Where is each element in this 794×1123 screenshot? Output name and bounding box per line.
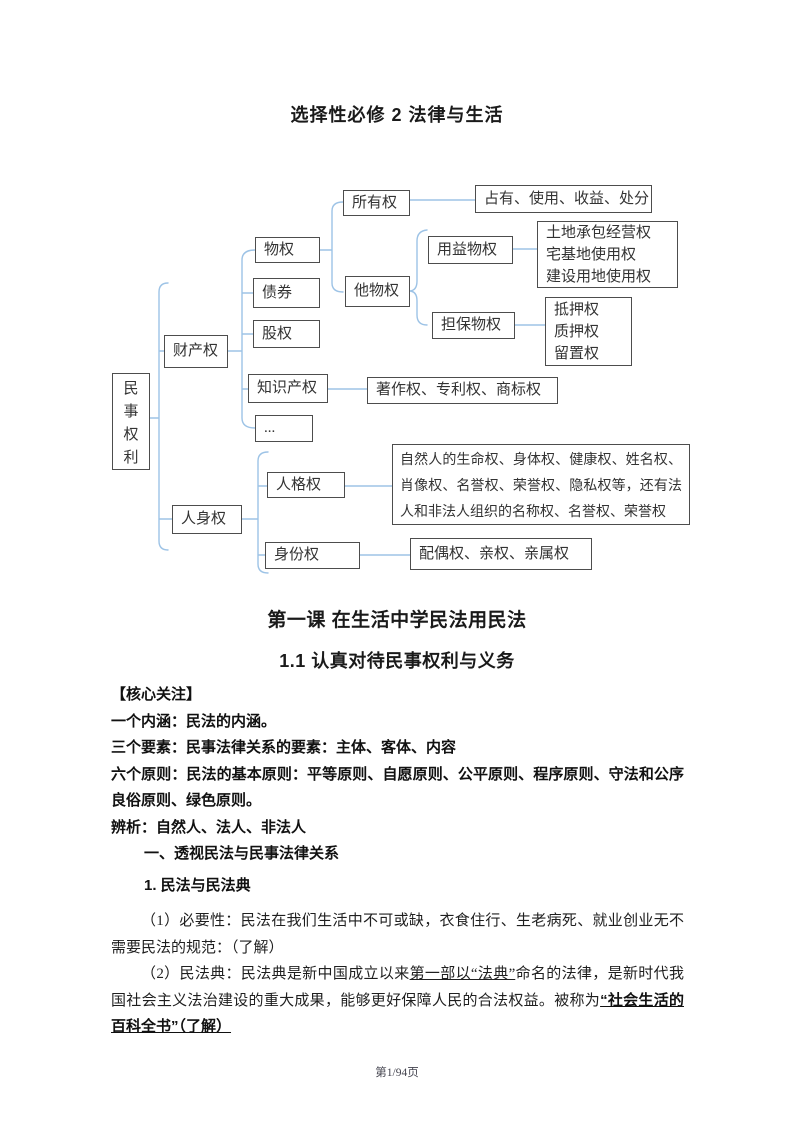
node-usufruct: 用益物权 [428, 236, 513, 264]
subheading-one: 一、透视民法与民事法律关系 [144, 845, 340, 862]
lesson-heading: 第一课 在生活中学民法用民法 [267, 610, 527, 631]
node-personal-rights: 人身权 [172, 505, 242, 534]
connector-root-to-children [149, 282, 173, 551]
node-equity: 股权 [253, 320, 320, 348]
paragraph-necessity: （1）必要性：民法在我们生活中不可或缺，衣食住行、生老病死、就业创业无不需要民法… [111, 913, 684, 956]
node-security-detail: 抵押权 质押权 留置权 [545, 297, 632, 366]
node-status-right: 身份权 [265, 542, 360, 569]
connector-real-right-to-children [319, 201, 344, 293]
page-number: 第1/94页 [375, 1067, 419, 1079]
body-text-block: 【核心关注】 一个内涵：民法的内涵。 三个要素：民事法律关系的要素：主体、客体、… [111, 682, 684, 1041]
node-real-right: 物权 [255, 237, 320, 263]
paragraph-civil-code: （2）民法典：民法典是新中国成立以来第一部以“法典”命名的法律，是新时代我国社会… [111, 966, 684, 1035]
node-usufruct-detail: 土地承包经营权 宅基地使用权 建设用地使用权 [537, 221, 678, 288]
subheading-civil-code: 1. 民法与民法典 [144, 876, 251, 894]
node-ownership: 所有权 [343, 190, 410, 216]
node-ip-detail: 著作权、专利权、商标权 [367, 377, 558, 404]
key-point-distinction: 辨析：自然人、法人、非法人 [111, 818, 307, 836]
document-title: 选择性必修 2 法律与生活 [290, 105, 504, 125]
key-point-principles: 六个原则：民法的基本原则：平等原则、自愿原则、公平原则、程序原则、守法和公序良俗… [111, 765, 684, 810]
section-heading: 1.1 认真对待民事权利与义务 [279, 651, 515, 671]
node-civil-rights: 民事权利 [112, 373, 150, 470]
node-property-rights: 财产权 [164, 335, 228, 368]
node-intellectual-property: 知识产权 [248, 374, 328, 403]
node-status-detail: 配偶权、亲权、亲属权 [410, 538, 592, 570]
key-point-connotation: 一个内涵：民法的内涵。 [111, 712, 277, 730]
node-personality-detail: 自然人的生命权、身体权、健康权、姓名权、肖像权、名誉权、荣誉权、隐私权等，还有法… [392, 444, 690, 525]
node-bond: 债券 [253, 278, 320, 308]
node-ellipsis: ... [255, 415, 313, 442]
node-other-real-right: 他物权 [345, 276, 410, 307]
node-ownership-detail: 占有、使用、收益、处分 [475, 185, 652, 213]
core-focus-label: 【核心关注】 [111, 686, 202, 703]
node-personality-right: 人格权 [267, 472, 345, 498]
connector-other-real-right-brace [408, 229, 428, 326]
node-security-interest: 担保物权 [432, 312, 515, 339]
key-point-elements: 三个要素：民事法律关系的要素：主体、客体、内容 [111, 739, 457, 756]
